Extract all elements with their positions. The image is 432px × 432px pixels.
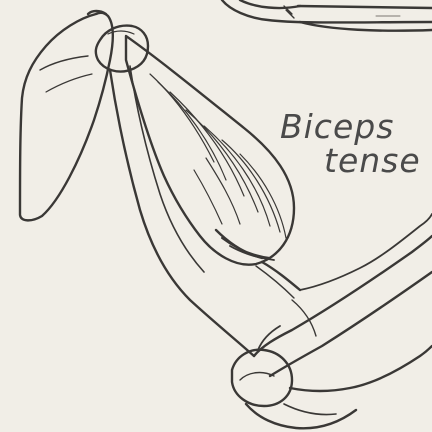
label-biceps: Biceps <box>280 110 394 143</box>
forearm <box>254 214 432 376</box>
elbow-joint <box>232 326 432 428</box>
label-tense: tense <box>324 144 421 177</box>
humerus-head <box>96 26 148 72</box>
upper-right-fragment <box>222 0 432 31</box>
